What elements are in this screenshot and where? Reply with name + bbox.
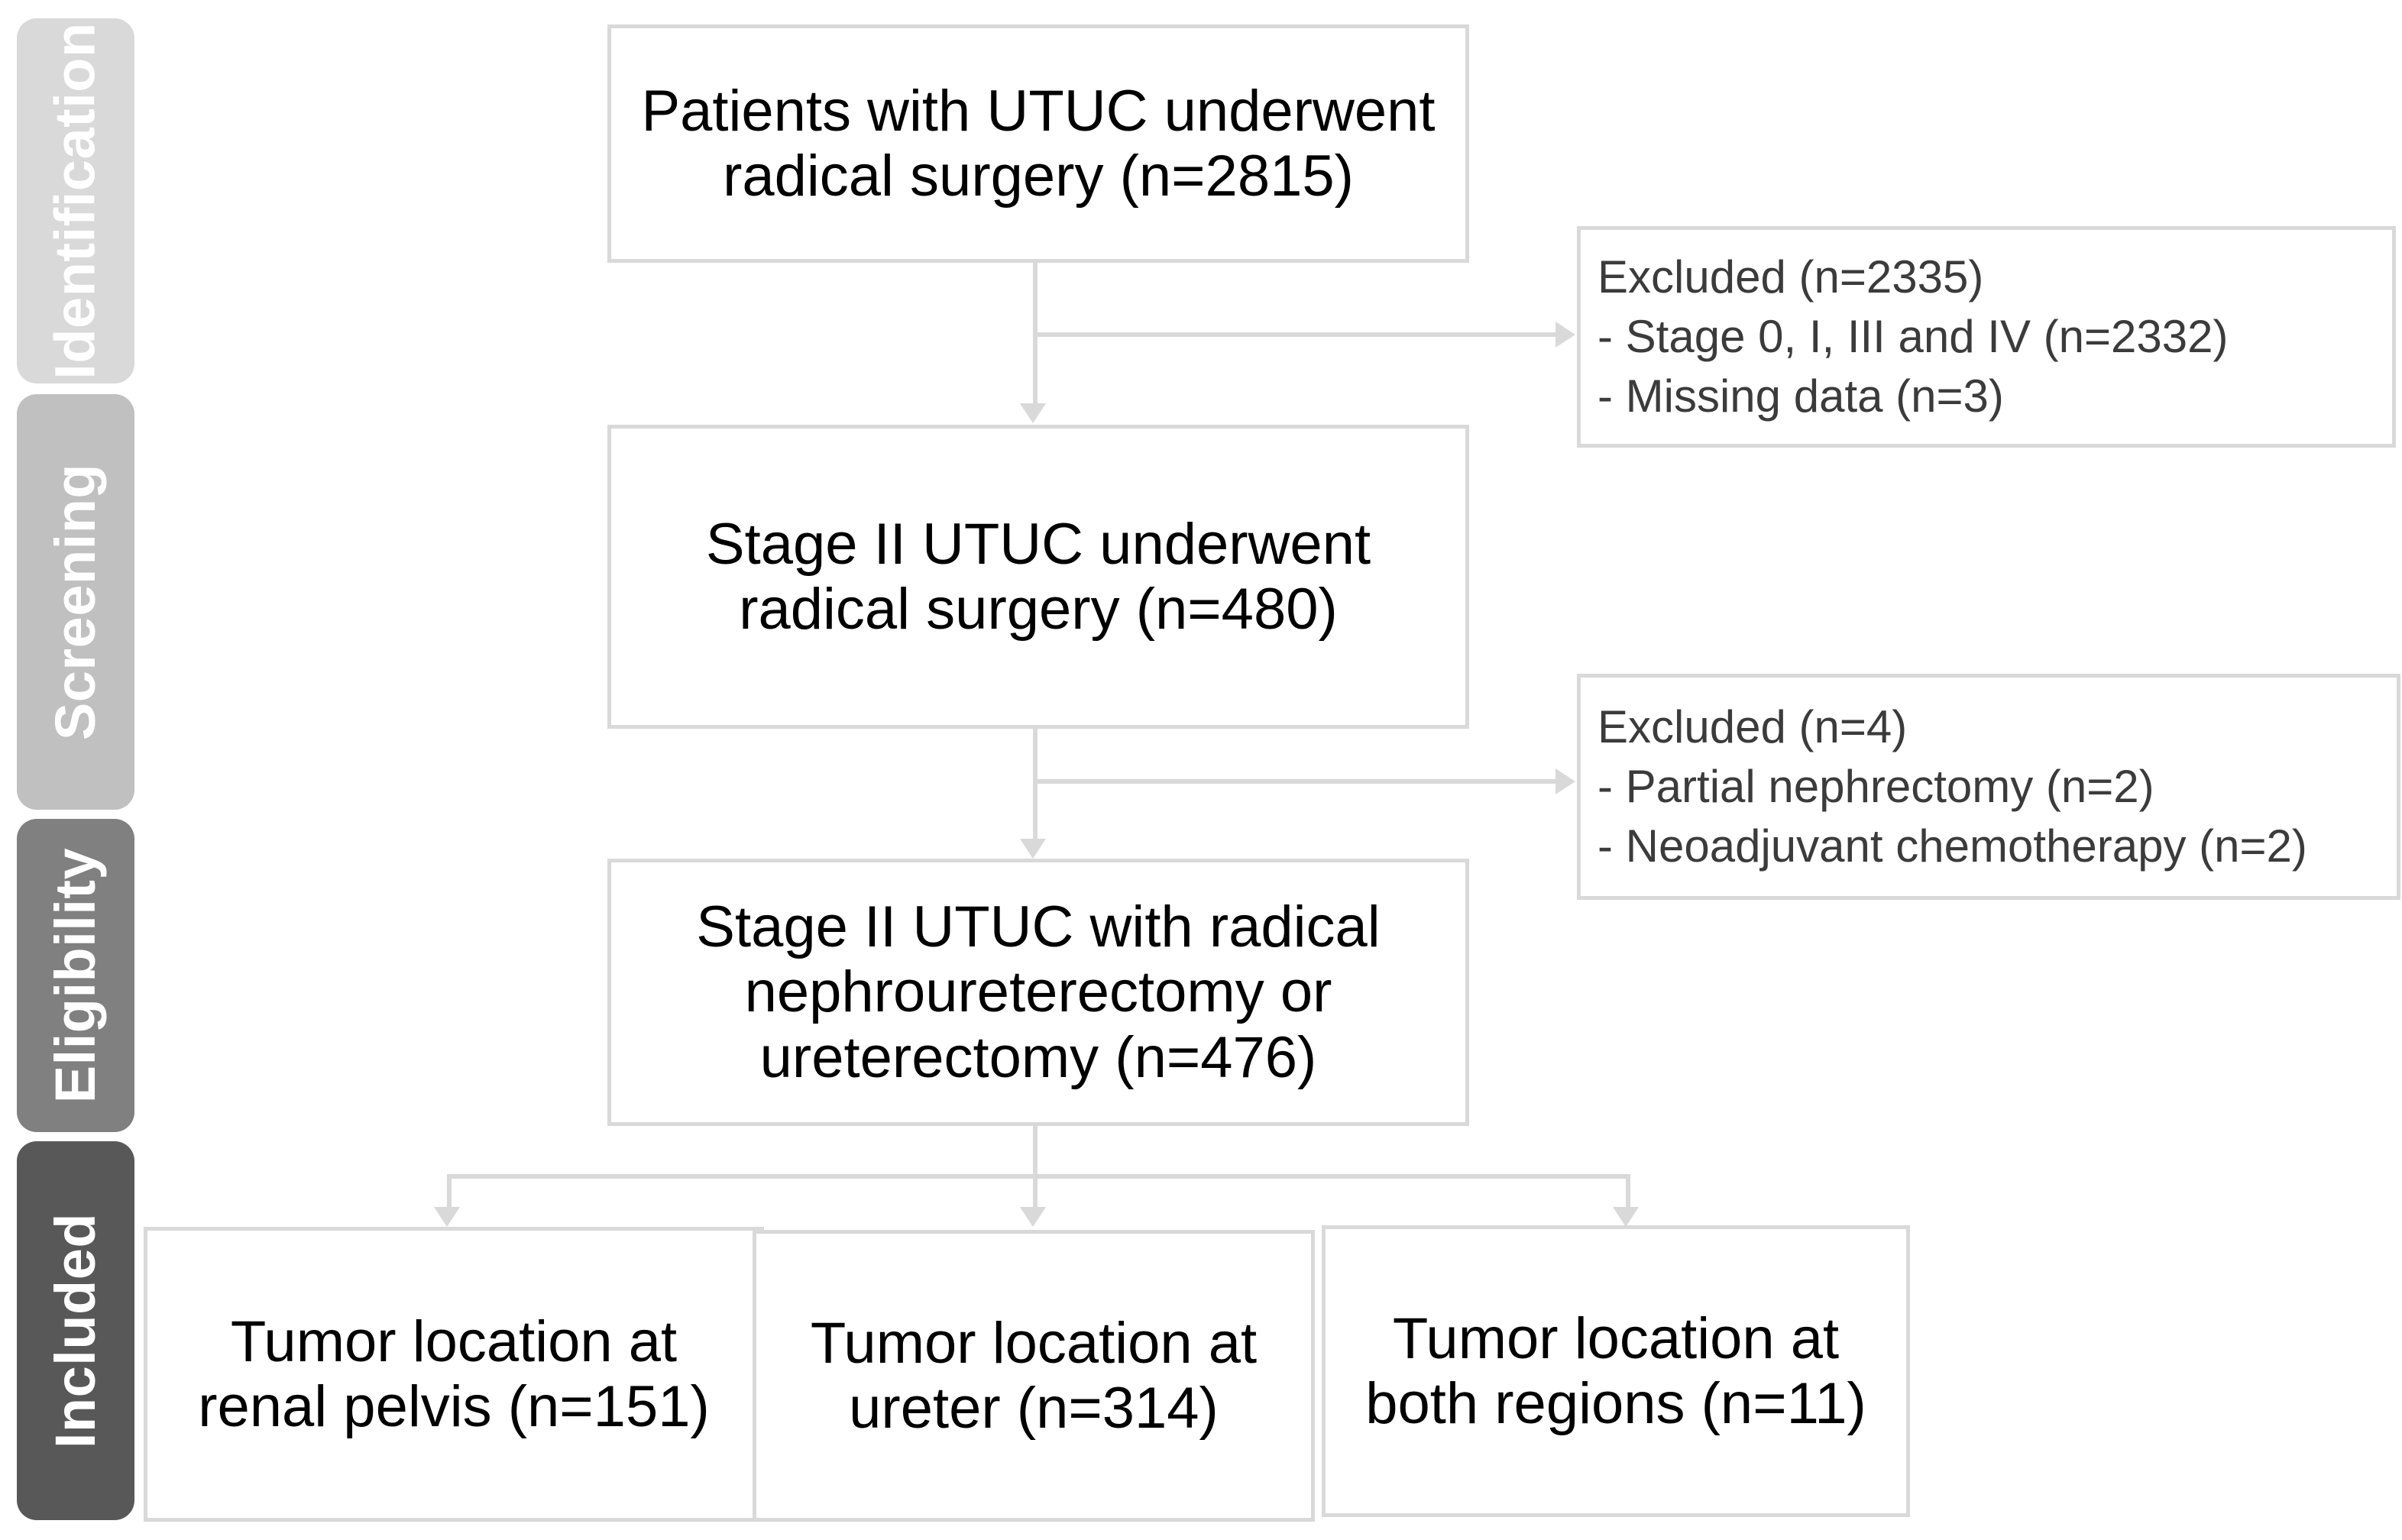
excluded-box-screening: Excluded (n=4) - Partial nephrectomy (n=… — [1577, 674, 2400, 900]
excluded-reason: - Missing data (n=3) — [1598, 370, 2004, 422]
arrow-right-icon — [1555, 768, 1575, 794]
stage-band-eligibility: Eligibility — [17, 819, 134, 1132]
flow-box-both-regions: Tumor location at both regions (n=11) — [1322, 1225, 1910, 1517]
connector-line-to-both-regions — [1626, 1174, 1630, 1209]
flow-box-screening-text: Stage II UTUC underwent radical surgery … — [705, 511, 1371, 642]
stage-band-screening-label: Screening — [44, 463, 108, 741]
excluded-heading: Excluded (n=4) — [1598, 701, 1908, 752]
flow-box-ureter: Tumor location at ureter (n=314) — [753, 1230, 1315, 1522]
flow-box-renal-pelvis: Tumor location at renal pelvis (n=151) — [144, 1227, 764, 1522]
arrow-down-icon — [434, 1207, 460, 1227]
excluded-reason: - Partial nephrectomy (n=2) — [1598, 761, 2154, 812]
stage-band-screening: Screening — [17, 394, 134, 810]
excluded-heading: Excluded (n=2335) — [1598, 251, 1984, 302]
arrow-down-icon — [1020, 1207, 1046, 1227]
connector-line-split-stem — [1033, 1126, 1038, 1176]
flow-box-renal-pelvis-text: Tumor location at renal pelvis (n=151) — [198, 1309, 710, 1439]
arrow-right-icon — [1555, 322, 1575, 348]
stage-band-included: Included — [17, 1141, 134, 1520]
arrow-down-icon — [1020, 403, 1046, 423]
connector-line-to-ureter — [1033, 1174, 1038, 1209]
connector-line-to-excluded-2 — [1033, 779, 1557, 784]
flow-box-both-regions-text: Tumor location at both regions (n=11) — [1365, 1305, 1866, 1436]
flow-box-eligibility: Stage II UTUC with radical nephrouretere… — [607, 859, 1469, 1126]
connector-line-to-renal-pelvis — [447, 1174, 452, 1209]
flow-box-identification: Patients with UTUC underwent radical sur… — [607, 24, 1469, 263]
stage-band-identification: Identification — [17, 18, 134, 383]
arrow-down-icon — [1020, 839, 1046, 859]
connector-line-to-excluded-1 — [1033, 332, 1557, 337]
connector-line-split-bar — [447, 1174, 1630, 1179]
flow-box-ureter-text: Tumor location at ureter (n=314) — [810, 1310, 1258, 1441]
excluded-box-identification: Excluded (n=2335) - Stage 0, I, III and … — [1577, 226, 2396, 448]
excluded-reason: - Stage 0, I, III and IV (n=2332) — [1598, 311, 2229, 362]
flow-box-identification-text: Patients with UTUC underwent radical sur… — [641, 78, 1436, 209]
excluded-reason: - Neoadjuvant chemotherapy (n=2) — [1598, 820, 2307, 872]
stage-band-identification-label: Identification — [44, 22, 108, 380]
stage-band-included-label: Included — [44, 1212, 107, 1449]
connector-line-screening-to-eligibility — [1033, 729, 1038, 840]
flow-box-screening: Stage II UTUC underwent radical surgery … — [607, 425, 1469, 729]
flow-box-eligibility-text: Stage II UTUC with radical nephrouretere… — [696, 895, 1381, 1090]
stage-band-eligibility-label: Eligibility — [44, 847, 108, 1104]
arrow-down-icon — [1613, 1207, 1639, 1227]
